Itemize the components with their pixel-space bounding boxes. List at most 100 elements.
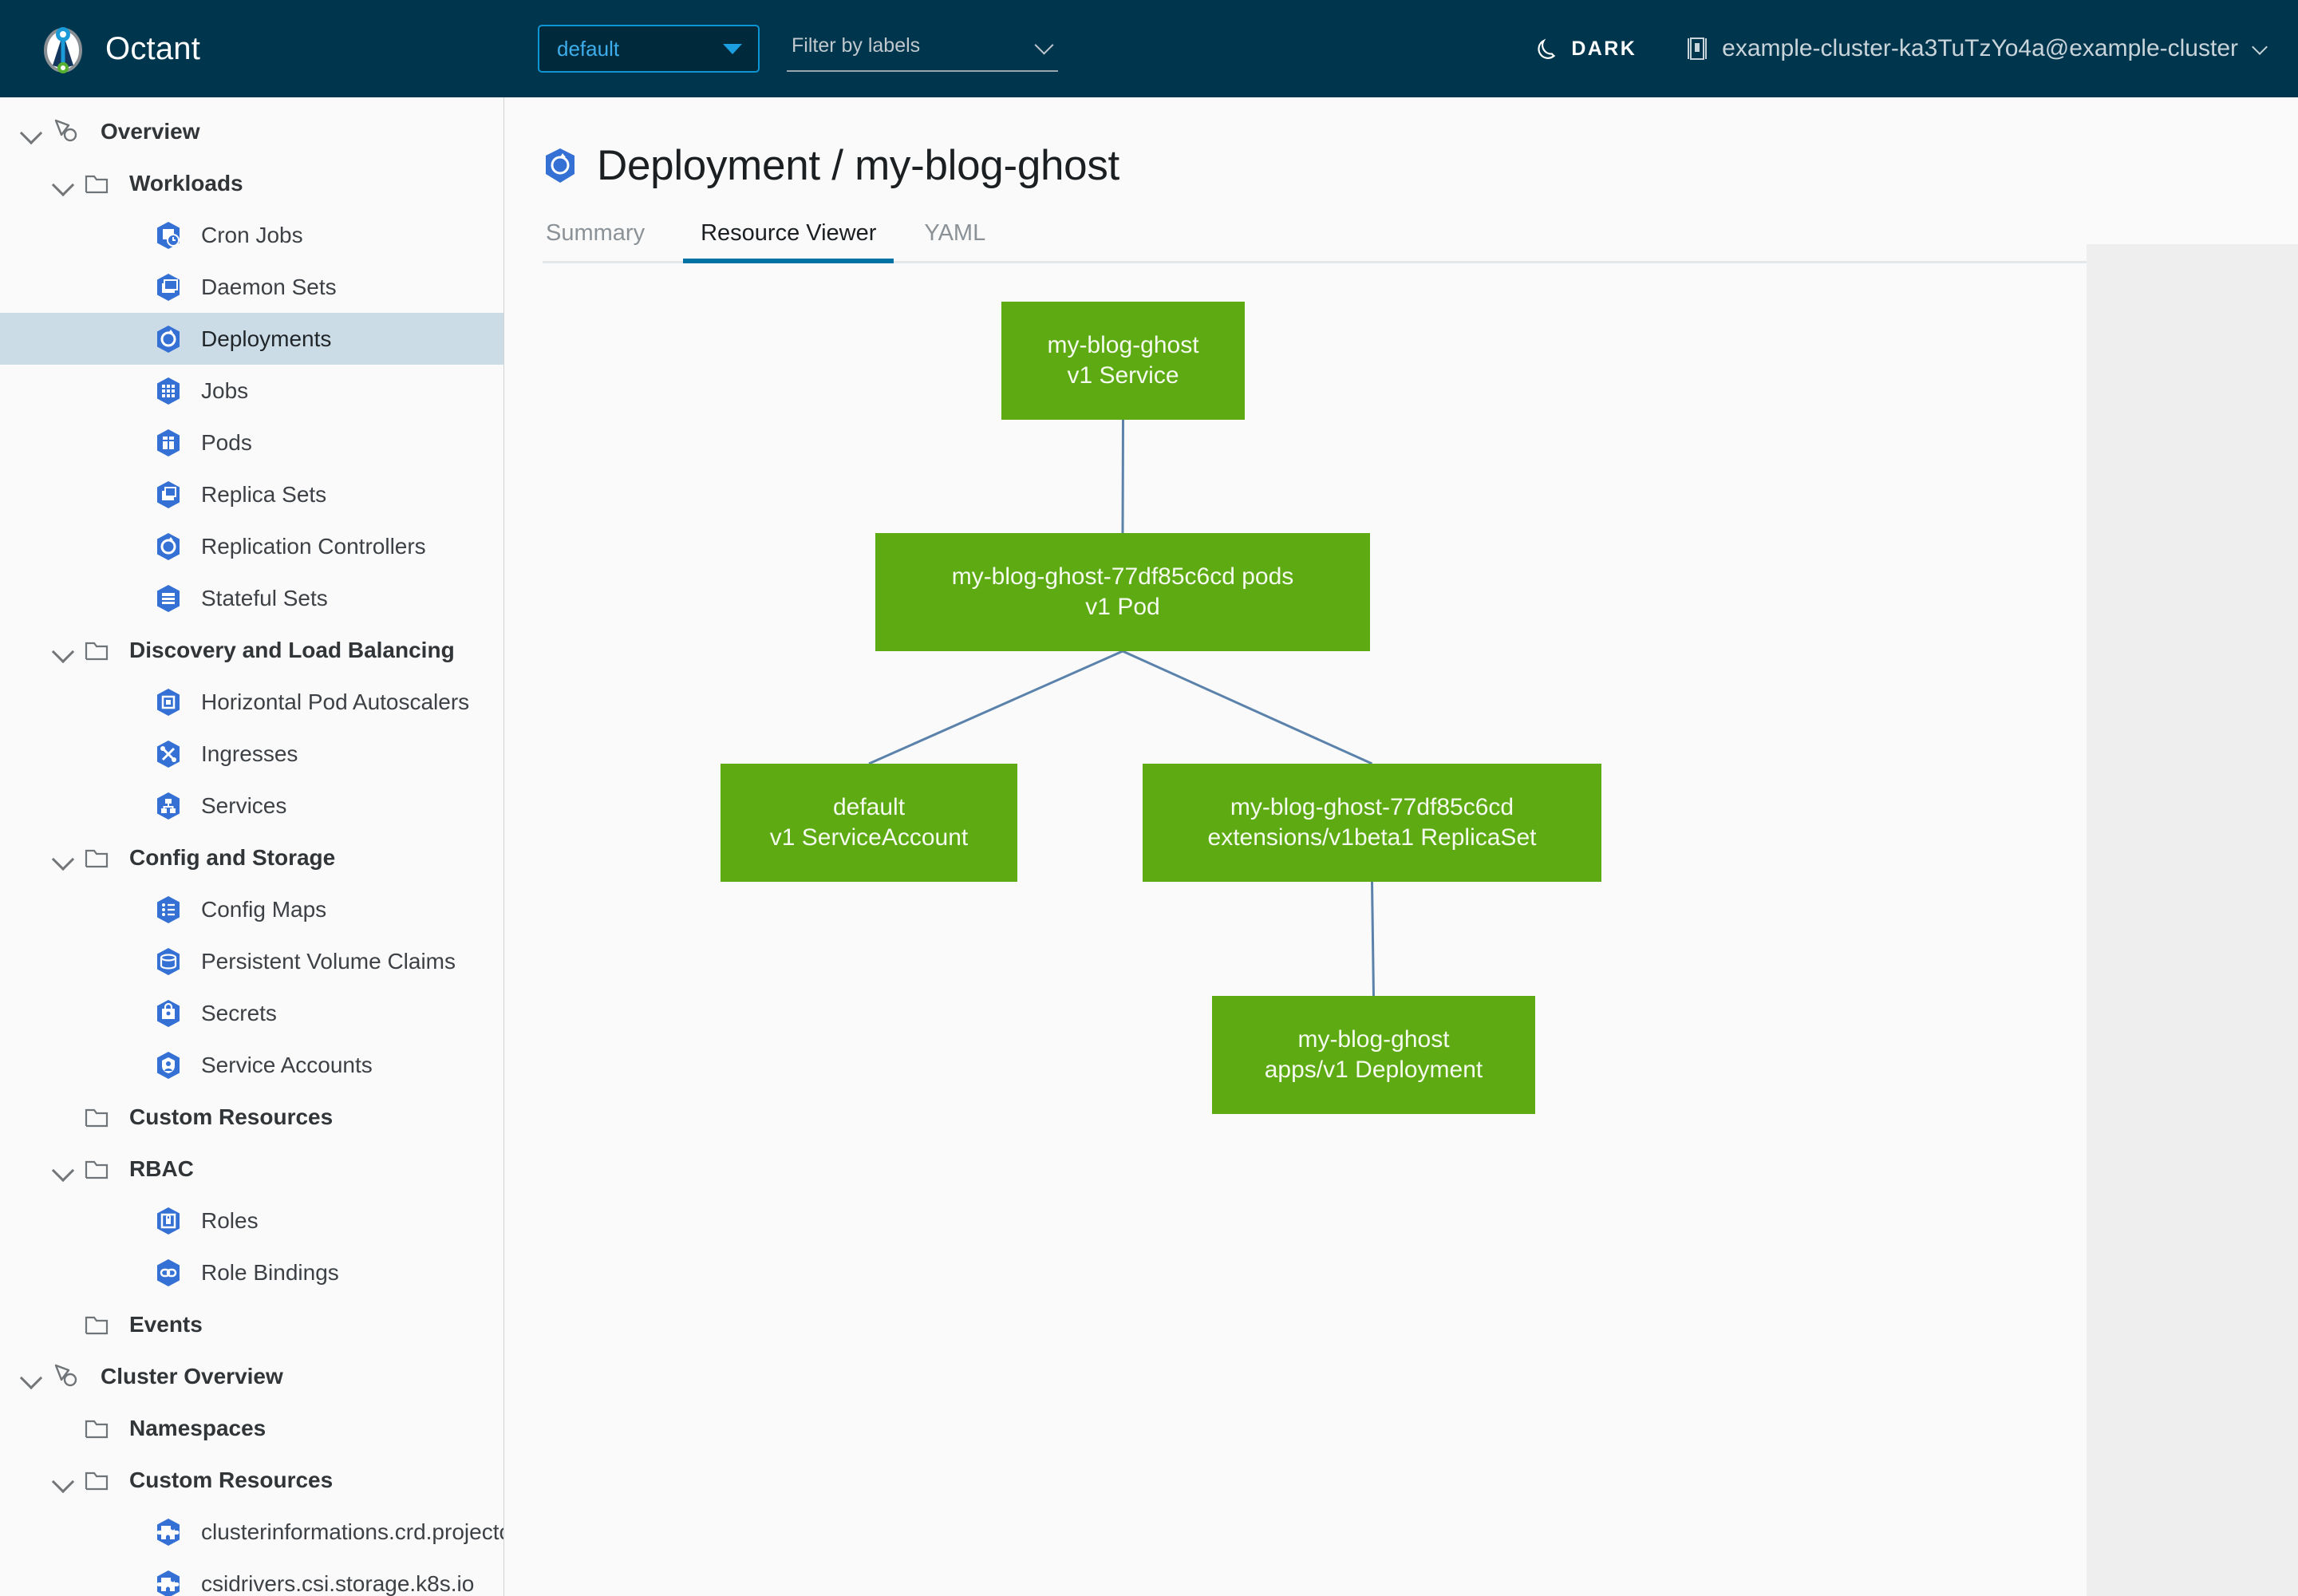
theme-toggle[interactable]: DARK	[1534, 37, 1637, 61]
sidebar-item-deployments[interactable]: Deployments	[0, 313, 503, 365]
k8s-hpa-icon	[153, 687, 184, 717]
sidebar-item-custom-resources[interactable]: Custom Resources	[0, 1454, 503, 1506]
chevron-down-icon[interactable]	[49, 844, 77, 871]
sidebar-item-custom-resources[interactable]: Custom Resources	[0, 1091, 503, 1143]
sidebar-item-label: csidrivers.csi.storage.k8s.io	[201, 1570, 475, 1596]
sidebar-item-role-bindings[interactable]: Role Bindings	[0, 1246, 503, 1298]
header-right-controls: DARK example-cluster-ka3TuTzYo4a@example…	[1534, 0, 2268, 97]
octant-logo-icon	[38, 24, 88, 73]
chevron-down-icon[interactable]	[49, 170, 77, 197]
chevron-down-icon[interactable]	[49, 637, 77, 664]
tab-bar[interactable]: Summary Resource Viewer YAML	[543, 220, 2296, 263]
sidebar-item-config-and-storage[interactable]: Config and Storage	[0, 832, 503, 883]
graph-node-svc[interactable]: my-blog-ghost v1 Service	[1001, 302, 1245, 420]
chevron-down-icon	[2253, 41, 2268, 56]
sidebar-item-ingresses[interactable]: Ingresses	[0, 728, 503, 780]
sidebar-item-csidrivers-csi-storage-k8s-io[interactable]: csidrivers.csi.storage.k8s.io	[0, 1558, 503, 1596]
chevron-placeholder	[121, 792, 148, 820]
main-content: Deployment / my-blog-ghost Summary Resour…	[504, 97, 2298, 1596]
sidebar-item-discovery-and-load-balancing[interactable]: Discovery and Load Balancing	[0, 624, 503, 676]
sidebar-item-replication-controllers[interactable]: Replication Controllers	[0, 520, 503, 572]
sidebar-item-secrets[interactable]: Secrets	[0, 987, 503, 1039]
chevron-down-icon[interactable]	[49, 1156, 77, 1183]
sidebar-item-label: Config and Storage	[129, 844, 336, 870]
sidebar-item-workloads[interactable]: Workloads	[0, 157, 503, 209]
sidebar-item-pods[interactable]: Pods	[0, 417, 503, 468]
sidebar-item-service-accounts[interactable]: Service Accounts	[0, 1039, 503, 1091]
tab-resource-viewer[interactable]: Resource Viewer	[683, 220, 894, 263]
labels-filter-placeholder: Filter by labels	[792, 34, 921, 57]
sidebar-item-label: Pods	[201, 429, 252, 455]
k8s-deployment-icon	[543, 148, 578, 184]
sidebar-item-label: clusterinformations.crd.projectcalico.or…	[201, 1519, 503, 1544]
sidebar-item-clusterinformations-crd-projectcalico-org[interactable]: clusterinformations.crd.projectcalico.or…	[0, 1506, 503, 1558]
folder-icon	[85, 1105, 112, 1129]
chevron-placeholder	[49, 1104, 77, 1131]
chevron-placeholder	[121, 1259, 148, 1286]
sidebar-item-label: Secrets	[201, 1000, 277, 1025]
k8s-configmap-icon	[153, 895, 184, 925]
theme-toggle-label: DARK	[1571, 37, 1637, 60]
chevron-down-icon	[723, 43, 742, 54]
sidebar-item-persistent-volume-claims[interactable]: Persistent Volume Claims	[0, 935, 503, 987]
sidebar-item-horizontal-pod-autoscalers[interactable]: Horizontal Pod Autoscalers	[0, 676, 503, 728]
graph-node-name: my-blog-ghost-77df85c6cd pods	[951, 563, 1294, 590]
graph-node-name: my-blog-ghost	[1297, 1025, 1450, 1053]
k8s-rolebinding-icon	[153, 1258, 184, 1288]
chevron-down-icon[interactable]	[18, 1363, 45, 1390]
graph-node-name: my-blog-ghost-77df85c6cd	[1230, 793, 1514, 820]
sidebar-item-jobs[interactable]: Jobs	[0, 365, 503, 417]
k8s-pod-icon	[153, 428, 184, 458]
overview-icon	[51, 117, 83, 146]
chevron-placeholder	[121, 222, 148, 249]
k8s-ingress-icon	[153, 739, 184, 769]
folder-icon	[85, 1157, 112, 1181]
sidebar-item-services[interactable]: Services	[0, 780, 503, 832]
graph-node-name: my-blog-ghost	[1047, 331, 1199, 358]
graph-node-kind: v1 Service	[1067, 362, 1179, 389]
sidebar-item-label: Replica Sets	[201, 481, 327, 507]
namespace-value: default	[557, 36, 620, 61]
labels-filter-input[interactable]: Filter by labels	[787, 26, 1058, 72]
sidebar-item-overview[interactable]: Overview	[0, 105, 503, 157]
sidebar-item-cluster-overview[interactable]: Cluster Overview	[0, 1350, 503, 1402]
sidebar-item-rbac[interactable]: RBAC	[0, 1143, 503, 1195]
sidebar-item-daemon-sets[interactable]: Daemon Sets	[0, 261, 503, 313]
brand[interactable]: Octant	[0, 24, 504, 73]
sidebar-item-stateful-sets[interactable]: Stateful Sets	[0, 572, 503, 624]
cluster-selector[interactable]: example-cluster-ka3TuTzYo4a@example-clus…	[1686, 35, 2268, 62]
tab-summary[interactable]: Summary	[546, 220, 646, 246]
sidebar-item-events[interactable]: Events	[0, 1298, 503, 1350]
chevron-down-icon[interactable]	[1036, 37, 1053, 54]
sidebar-item-replica-sets[interactable]: Replica Sets	[0, 468, 503, 520]
folder-icon	[85, 638, 112, 662]
k8s-secret-icon	[153, 998, 184, 1029]
chevron-down-icon[interactable]	[49, 1467, 77, 1494]
resource-viewer-graph[interactable]: my-blog-ghost v1 Service my-blog-ghost-77d…	[504, 249, 2298, 1596]
chevron-placeholder	[121, 377, 148, 405]
k8s-service-icon	[153, 791, 184, 821]
sidebar-item-label: Custom Resources	[129, 1104, 334, 1129]
sidebar-item-roles[interactable]: Roles	[0, 1195, 503, 1246]
namespace-selector[interactable]: default	[538, 25, 760, 73]
cluster-icon	[1686, 36, 1708, 61]
k8s-serviceaccount-icon	[153, 1050, 184, 1080]
k8s-replicaset-icon	[153, 480, 184, 510]
sidebar-item-config-maps[interactable]: Config Maps	[0, 883, 503, 935]
cluster-name: example-cluster-ka3TuTzYo4a@example-clus…	[1722, 35, 2238, 61]
page-title: Deployment / my-blog-ghost	[543, 141, 2298, 190]
chevron-down-icon[interactable]	[18, 118, 45, 145]
folder-icon	[85, 1313, 112, 1337]
sidebar-item-label: Cron Jobs	[201, 222, 303, 247]
sidebar-item-cron-jobs[interactable]: Cron Jobs	[0, 209, 503, 261]
tab-yaml[interactable]: YAML	[924, 220, 986, 246]
graph-edges	[868, 419, 1375, 997]
sidebar-item-namespaces[interactable]: Namespaces	[0, 1402, 503, 1454]
